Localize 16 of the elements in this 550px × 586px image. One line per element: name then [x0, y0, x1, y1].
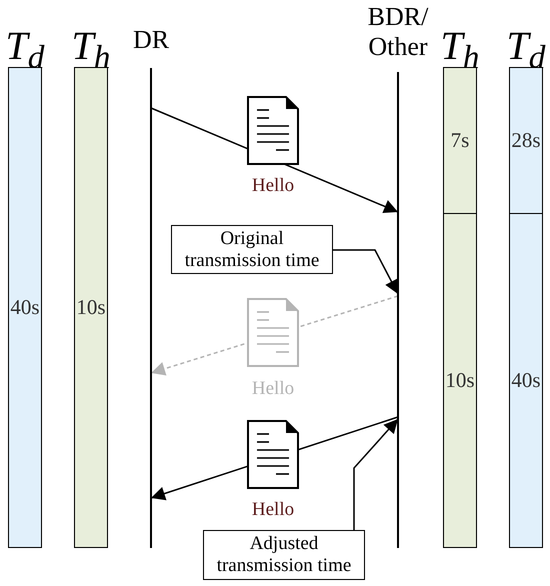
timer-value: 28s [511, 128, 541, 153]
timer-value: 40s [511, 368, 541, 393]
callout-box: Adjusted transmission time [203, 530, 365, 580]
message-label: Hello [252, 378, 294, 400]
timer-value: 40s [10, 295, 40, 320]
timer-value: 10s [76, 295, 106, 320]
leader-line [353, 418, 399, 530]
timer-value: 10s [445, 368, 475, 393]
leader-line [333, 249, 399, 294]
message-arrow [150, 295, 398, 376]
message-label: Hello [252, 175, 294, 197]
message-label: Hello [252, 499, 294, 521]
lifeline-label: BDR/ Other [366, 2, 430, 62]
timer-value: 7s [450, 128, 470, 153]
callout-box: Original transmission time [171, 225, 333, 274]
lifeline-label: DR [132, 25, 170, 55]
